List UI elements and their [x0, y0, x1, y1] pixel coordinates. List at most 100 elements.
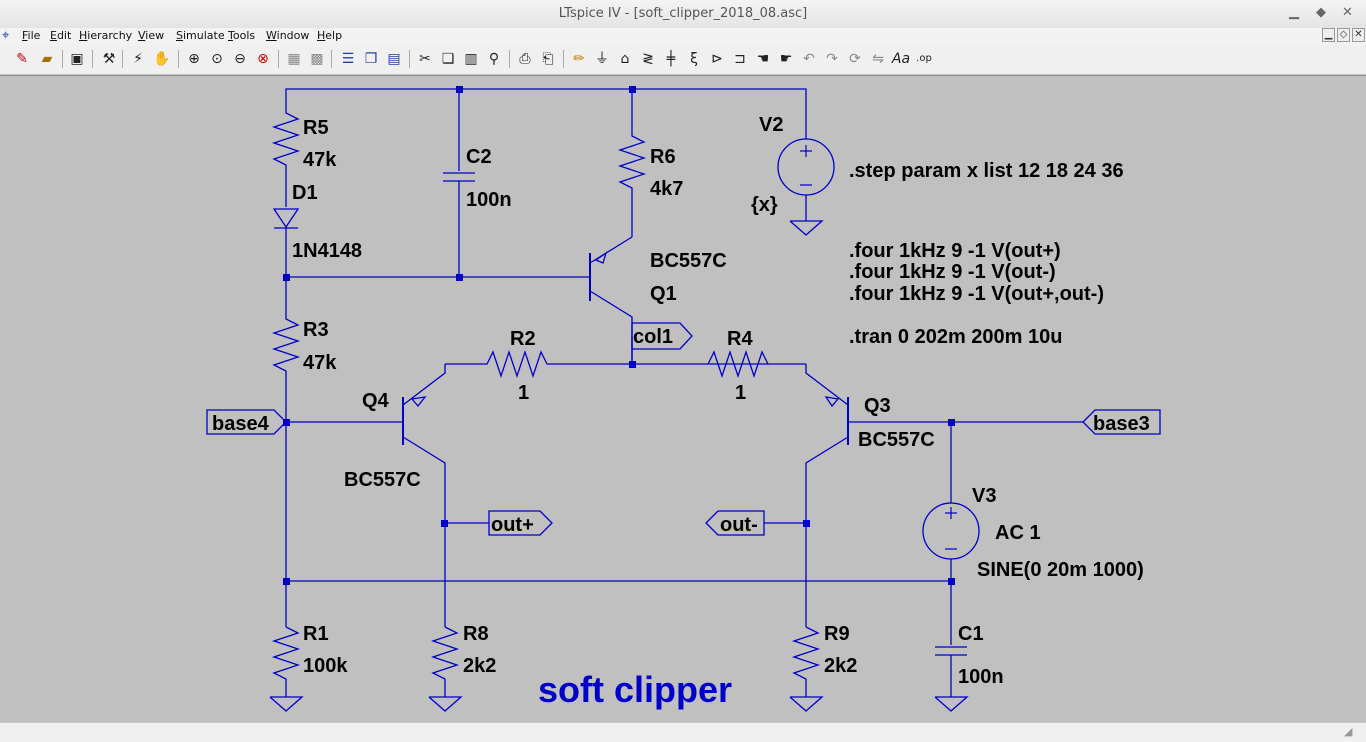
- r1-name[interactable]: R1: [303, 623, 329, 645]
- mdi-close-icon[interactable]: ✕: [1352, 28, 1365, 42]
- q1-name[interactable]: Q1: [650, 283, 677, 305]
- r8-name[interactable]: R8: [463, 623, 489, 645]
- menu-view[interactable]: View: [138, 29, 165, 42]
- directive-four-2[interactable]: .four 1kHz 9 -1 V(out-): [849, 261, 1056, 283]
- new-schematic-icon[interactable]: ✎: [16, 51, 28, 67]
- menu-edit[interactable]: Edit: [50, 29, 72, 42]
- close-icon[interactable]: ✕: [1342, 5, 1353, 20]
- v3-value2[interactable]: SINE(0 20m 1000): [977, 559, 1144, 581]
- c2-value[interactable]: 100n: [466, 189, 512, 211]
- r3-value[interactable]: 47k: [303, 352, 337, 374]
- zoom-extents-icon[interactable]: ▩: [310, 51, 324, 67]
- component-icon[interactable]: ⊐: [734, 51, 746, 67]
- print-icon[interactable]: ⎗: [542, 51, 554, 67]
- inductor-icon[interactable]: ξ: [690, 51, 698, 67]
- redo-icon[interactable]: ↷: [826, 51, 838, 67]
- run-icon[interactable]: ⚡: [133, 51, 143, 67]
- r8-value[interactable]: 2k2: [463, 655, 496, 677]
- junctions: [283, 86, 955, 585]
- cancel-icon[interactable]: ⊗: [257, 51, 269, 67]
- net-label-col1[interactable]: col1: [633, 326, 673, 348]
- q3-value[interactable]: BC557C: [858, 429, 935, 451]
- schematic-canvas[interactable]: R5 47k D1 1N4148 C2 100n R6 4k7 V2 {x} B…: [0, 75, 1366, 723]
- resistor-icon[interactable]: ≷: [642, 51, 654, 67]
- menu-bar: ⌖ File Edit Hierarchy View Simulate Tool…: [0, 28, 1366, 46]
- status-bar: ◢: [0, 722, 1366, 742]
- directive-step[interactable]: .step param x list 12 18 24 36: [849, 160, 1124, 182]
- r1-value[interactable]: 100k: [303, 655, 348, 677]
- v3-value[interactable]: AC 1: [995, 522, 1041, 544]
- schematic-comment[interactable]: soft clipper: [538, 669, 732, 710]
- net-label-base3[interactable]: base3: [1093, 413, 1150, 435]
- r4-name[interactable]: R4: [727, 328, 753, 350]
- paste-icon[interactable]: ▥: [464, 51, 478, 67]
- r4-value[interactable]: 1: [735, 382, 746, 404]
- q3-name[interactable]: Q3: [864, 395, 891, 417]
- directive-four-1[interactable]: .four 1kHz 9 -1 V(out+): [849, 240, 1061, 262]
- spice-directive-icon[interactable]: .op: [916, 53, 932, 64]
- r3-name[interactable]: R3: [303, 319, 329, 341]
- r9-name[interactable]: R9: [824, 623, 850, 645]
- menu-window[interactable]: Window: [266, 29, 310, 42]
- minimize-icon[interactable]: ▁: [1289, 5, 1299, 20]
- d1-name[interactable]: D1: [292, 182, 318, 204]
- net-label-out-minus[interactable]: out-: [720, 514, 758, 536]
- r6-name[interactable]: R6: [650, 146, 676, 168]
- draw-wire-icon[interactable]: ✏: [573, 51, 585, 67]
- r5-name[interactable]: R5: [303, 117, 329, 139]
- r6-value[interactable]: 4k7: [650, 178, 683, 200]
- net-label-base4[interactable]: base4: [212, 413, 270, 435]
- zoom-in-icon[interactable]: ⊕: [188, 51, 200, 67]
- c1-name[interactable]: C1: [958, 623, 984, 645]
- r5-value[interactable]: 47k: [303, 149, 337, 171]
- tile-horizontal-icon[interactable]: ☰: [341, 51, 355, 67]
- directive-four-3[interactable]: .four 1kHz 9 -1 V(out+,out-): [849, 283, 1104, 305]
- c2-name[interactable]: C2: [466, 146, 492, 168]
- resize-grip-icon[interactable]: ◢: [1344, 725, 1353, 738]
- cascade-icon[interactable]: ❐: [364, 51, 378, 67]
- label-net-icon[interactable]: ⌂: [620, 51, 630, 67]
- r2-value[interactable]: 1: [518, 382, 529, 404]
- q4-name[interactable]: Q4: [362, 390, 390, 412]
- directive-tran[interactable]: .tran 0 202m 200m 10u: [849, 326, 1062, 348]
- zoom-out-icon[interactable]: ⊖: [234, 51, 246, 67]
- q1-value[interactable]: BC557C: [650, 250, 727, 272]
- v2-value[interactable]: {x}: [751, 194, 778, 216]
- save-icon[interactable]: ▣: [70, 51, 84, 67]
- control-panel-icon[interactable]: ⚒: [102, 51, 116, 67]
- menu-file[interactable]: File: [22, 29, 41, 42]
- tile-icon[interactable]: ▤: [387, 51, 401, 67]
- ground-icon[interactable]: ⏚: [595, 51, 609, 67]
- restore-icon[interactable]: ◆: [1316, 5, 1326, 20]
- undo-icon[interactable]: ↶: [803, 51, 815, 67]
- menu-help[interactable]: Help: [317, 29, 343, 42]
- find-icon[interactable]: ⚲: [488, 51, 500, 67]
- mdi-restore-icon[interactable]: ◇: [1337, 28, 1350, 42]
- cut-icon[interactable]: ✂: [419, 51, 431, 67]
- d1-value[interactable]: 1N4148: [292, 240, 362, 262]
- move-icon[interactable]: ☚: [756, 51, 770, 67]
- open-icon[interactable]: ▰: [41, 51, 53, 67]
- mirror-icon[interactable]: ⇋: [872, 51, 884, 67]
- q4-value[interactable]: BC557C: [344, 469, 421, 491]
- net-label-out-plus[interactable]: out+: [491, 514, 534, 536]
- text-icon[interactable]: Aa: [891, 51, 911, 67]
- autorange-icon[interactable]: ▦: [287, 51, 301, 67]
- menu-tools[interactable]: Tools: [228, 29, 256, 42]
- v2-name[interactable]: V2: [759, 114, 783, 136]
- r2-name[interactable]: R2: [510, 328, 536, 350]
- drag-icon[interactable]: ☛: [779, 51, 793, 67]
- print-preview-icon[interactable]: ⎙: [519, 51, 531, 67]
- diode-icon[interactable]: ⊳: [711, 51, 723, 67]
- menu-hierarchy[interactable]: Hierarchy: [79, 29, 133, 42]
- mdi-minimize-icon[interactable]: ▁: [1322, 28, 1335, 42]
- copy-icon[interactable]: ❏: [441, 51, 455, 67]
- pan-icon[interactable]: ⊙: [211, 51, 223, 67]
- rotate-icon[interactable]: ⟳: [849, 51, 861, 67]
- capacitor-icon[interactable]: ╪: [666, 51, 676, 67]
- halt-icon[interactable]: ✋: [153, 51, 171, 67]
- r9-value[interactable]: 2k2: [824, 655, 857, 677]
- v3-name[interactable]: V3: [972, 485, 996, 507]
- menu-simulate[interactable]: Simulate: [176, 29, 225, 42]
- c1-value[interactable]: 100n: [958, 666, 1004, 688]
